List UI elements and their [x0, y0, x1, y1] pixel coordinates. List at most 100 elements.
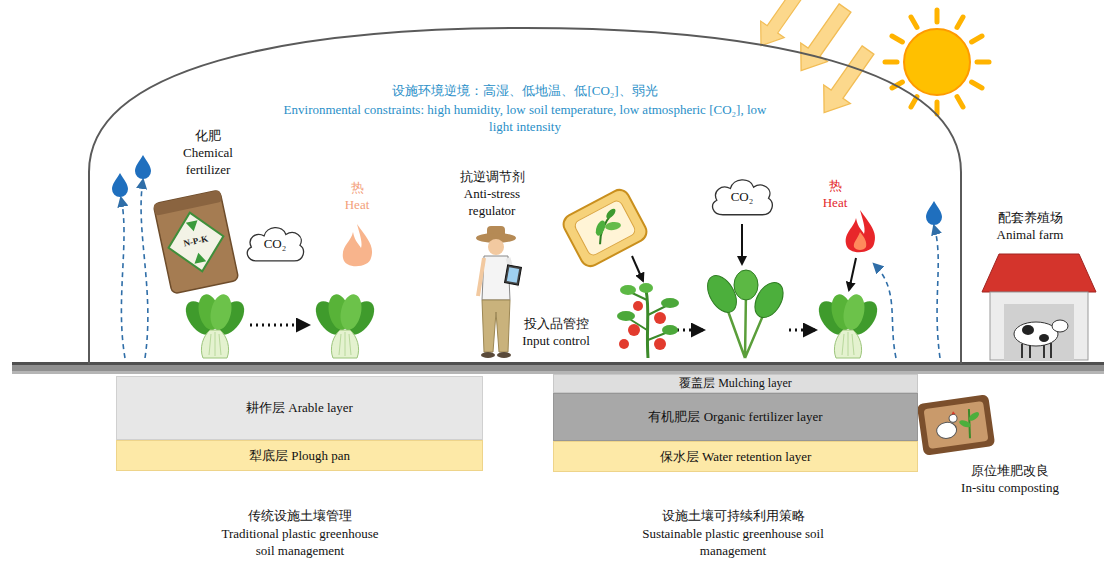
soil-layer-band: 犁底层 Plough pan — [116, 440, 483, 471]
water-vapour — [926, 201, 942, 225]
composting-label: In-situ composting — [961, 480, 1059, 497]
bag-print: N-P-K — [183, 234, 210, 250]
layer-name: 有机肥层 Organic fertilizer layer — [648, 408, 822, 425]
regulator-bag — [590, 213, 623, 245]
water-vapour — [121, 198, 125, 358]
animal-farm-barn — [1039, 334, 1049, 342]
tomato-plant — [654, 338, 666, 350]
sun-icon — [935, 10, 940, 22]
regulator-bag — [560, 186, 650, 269]
co2-text: CO₂ — [264, 235, 287, 252]
regulator-bag — [573, 199, 637, 257]
bok-choy-plants — [813, 292, 883, 358]
farmer-figure — [476, 226, 521, 358]
sun-icon — [911, 17, 917, 27]
sunlight-arrows — [811, 41, 881, 122]
heat-flame — [846, 210, 875, 252]
water-vapour — [874, 264, 896, 358]
bok-choy-plants — [180, 292, 250, 358]
taro-plant — [734, 270, 758, 300]
animal-farm-barn — [982, 254, 1096, 360]
tomato-plant — [661, 298, 679, 308]
sun-icon — [957, 97, 963, 107]
soil-layer-band: 有机肥层 Organic fertilizer layer — [553, 393, 918, 441]
ground-line — [12, 362, 1104, 374]
animal-farm-barn — [1022, 343, 1051, 358]
water-vapour — [112, 173, 128, 197]
regulator-bag — [560, 186, 650, 269]
water-vapour — [135, 155, 151, 179]
rotation-arrows — [677, 329, 703, 332]
taro-plant — [702, 270, 789, 358]
panel-caption: 设施土壤可持续利用策略 — [662, 508, 805, 525]
compost-box — [958, 419, 971, 429]
animal-farm-barn — [1014, 322, 1058, 346]
fertilizer-bag — [186, 220, 200, 232]
soil-layer-band: 覆盖层 Mulching layer — [553, 374, 918, 393]
sun-icon — [972, 36, 982, 42]
panel-caption: 传统设施土壤管理 — [248, 508, 352, 525]
text-holder: 有机肥层 Organic fertilizer layer — [554, 394, 917, 440]
tomato-plant — [654, 312, 666, 324]
fertilizer-label: 化肥 — [195, 128, 221, 145]
fertilizer-bag — [192, 252, 206, 264]
panel-caption: Sustainable plastic greenhouse soil mana… — [642, 526, 824, 559]
heat-flame — [854, 232, 866, 250]
layer-name: 覆盖层 Mulching layer — [679, 376, 792, 392]
tomato-plant — [639, 283, 653, 293]
heat-label: Heat — [823, 195, 848, 212]
tomato-plant — [617, 311, 635, 321]
farmer-figure — [507, 267, 519, 283]
sun-icon — [885, 60, 897, 65]
sun-icon — [892, 82, 902, 88]
tomato-plant — [628, 324, 640, 336]
water-vapour — [141, 180, 148, 358]
text-holder: 设施环境逆境：高湿、低地温、低[CO₂]、弱光 Environmental con… — [280, 82, 770, 135]
tomato-plant — [619, 339, 629, 349]
farmer-figure — [505, 265, 522, 285]
tomato-plant — [633, 301, 643, 311]
animal-farm-barn — [1052, 320, 1068, 332]
co2-text: CO₂ — [731, 188, 754, 205]
farmer-figure — [478, 258, 484, 296]
sun-icon — [957, 17, 963, 27]
rotation-arrows — [250, 324, 308, 327]
ground-line — [12, 362, 1104, 374]
composting-label: 原位堆肥改良 — [971, 463, 1049, 480]
text-holder: CO₂ — [243, 222, 307, 266]
text-holder: 覆盖层 Mulching layer — [554, 375, 917, 392]
water-vapour — [934, 226, 940, 358]
fertilizer-label: Chemical fertilizer — [168, 145, 248, 178]
compost-box — [917, 394, 996, 456]
animal-farm-barn — [982, 254, 1096, 292]
ground-line — [12, 362, 1104, 365]
heat-arrow — [849, 258, 856, 290]
animal-farm-barn — [990, 292, 1088, 360]
constraint-text: Environmental constraints: high humidity… — [280, 101, 770, 135]
layer-name: 耕作层 Arable layer — [246, 399, 353, 416]
cloud-outline — [247, 228, 303, 261]
compost-box — [924, 401, 989, 449]
constraint-text: 设施环境逆境：高湿、低地温、低[CO₂]、弱光 — [280, 82, 770, 99]
sun-icon — [885, 10, 989, 114]
compost-box — [936, 421, 958, 440]
layer-name: 犁底层 Plough pan — [249, 447, 350, 464]
tomato-plant — [662, 325, 678, 335]
compost-box — [967, 410, 980, 422]
compost-box — [951, 411, 955, 415]
taro-plant — [749, 278, 789, 323]
heat-label: 热 — [829, 178, 842, 195]
farmer-figure — [488, 239, 504, 255]
sun-icon — [904, 29, 970, 95]
fertilizer-bag — [153, 190, 239, 294]
co2-arrow — [741, 224, 743, 264]
text-holder: CO₂ — [708, 174, 776, 220]
regulator-bag — [605, 221, 622, 231]
rotation-arrows — [789, 329, 815, 332]
sun-icon — [885, 10, 989, 114]
input-arrow — [632, 256, 643, 281]
regulator-bag — [594, 219, 607, 237]
heat-flame — [343, 224, 372, 266]
regulator-label: Anti-stress regulator — [448, 186, 536, 219]
